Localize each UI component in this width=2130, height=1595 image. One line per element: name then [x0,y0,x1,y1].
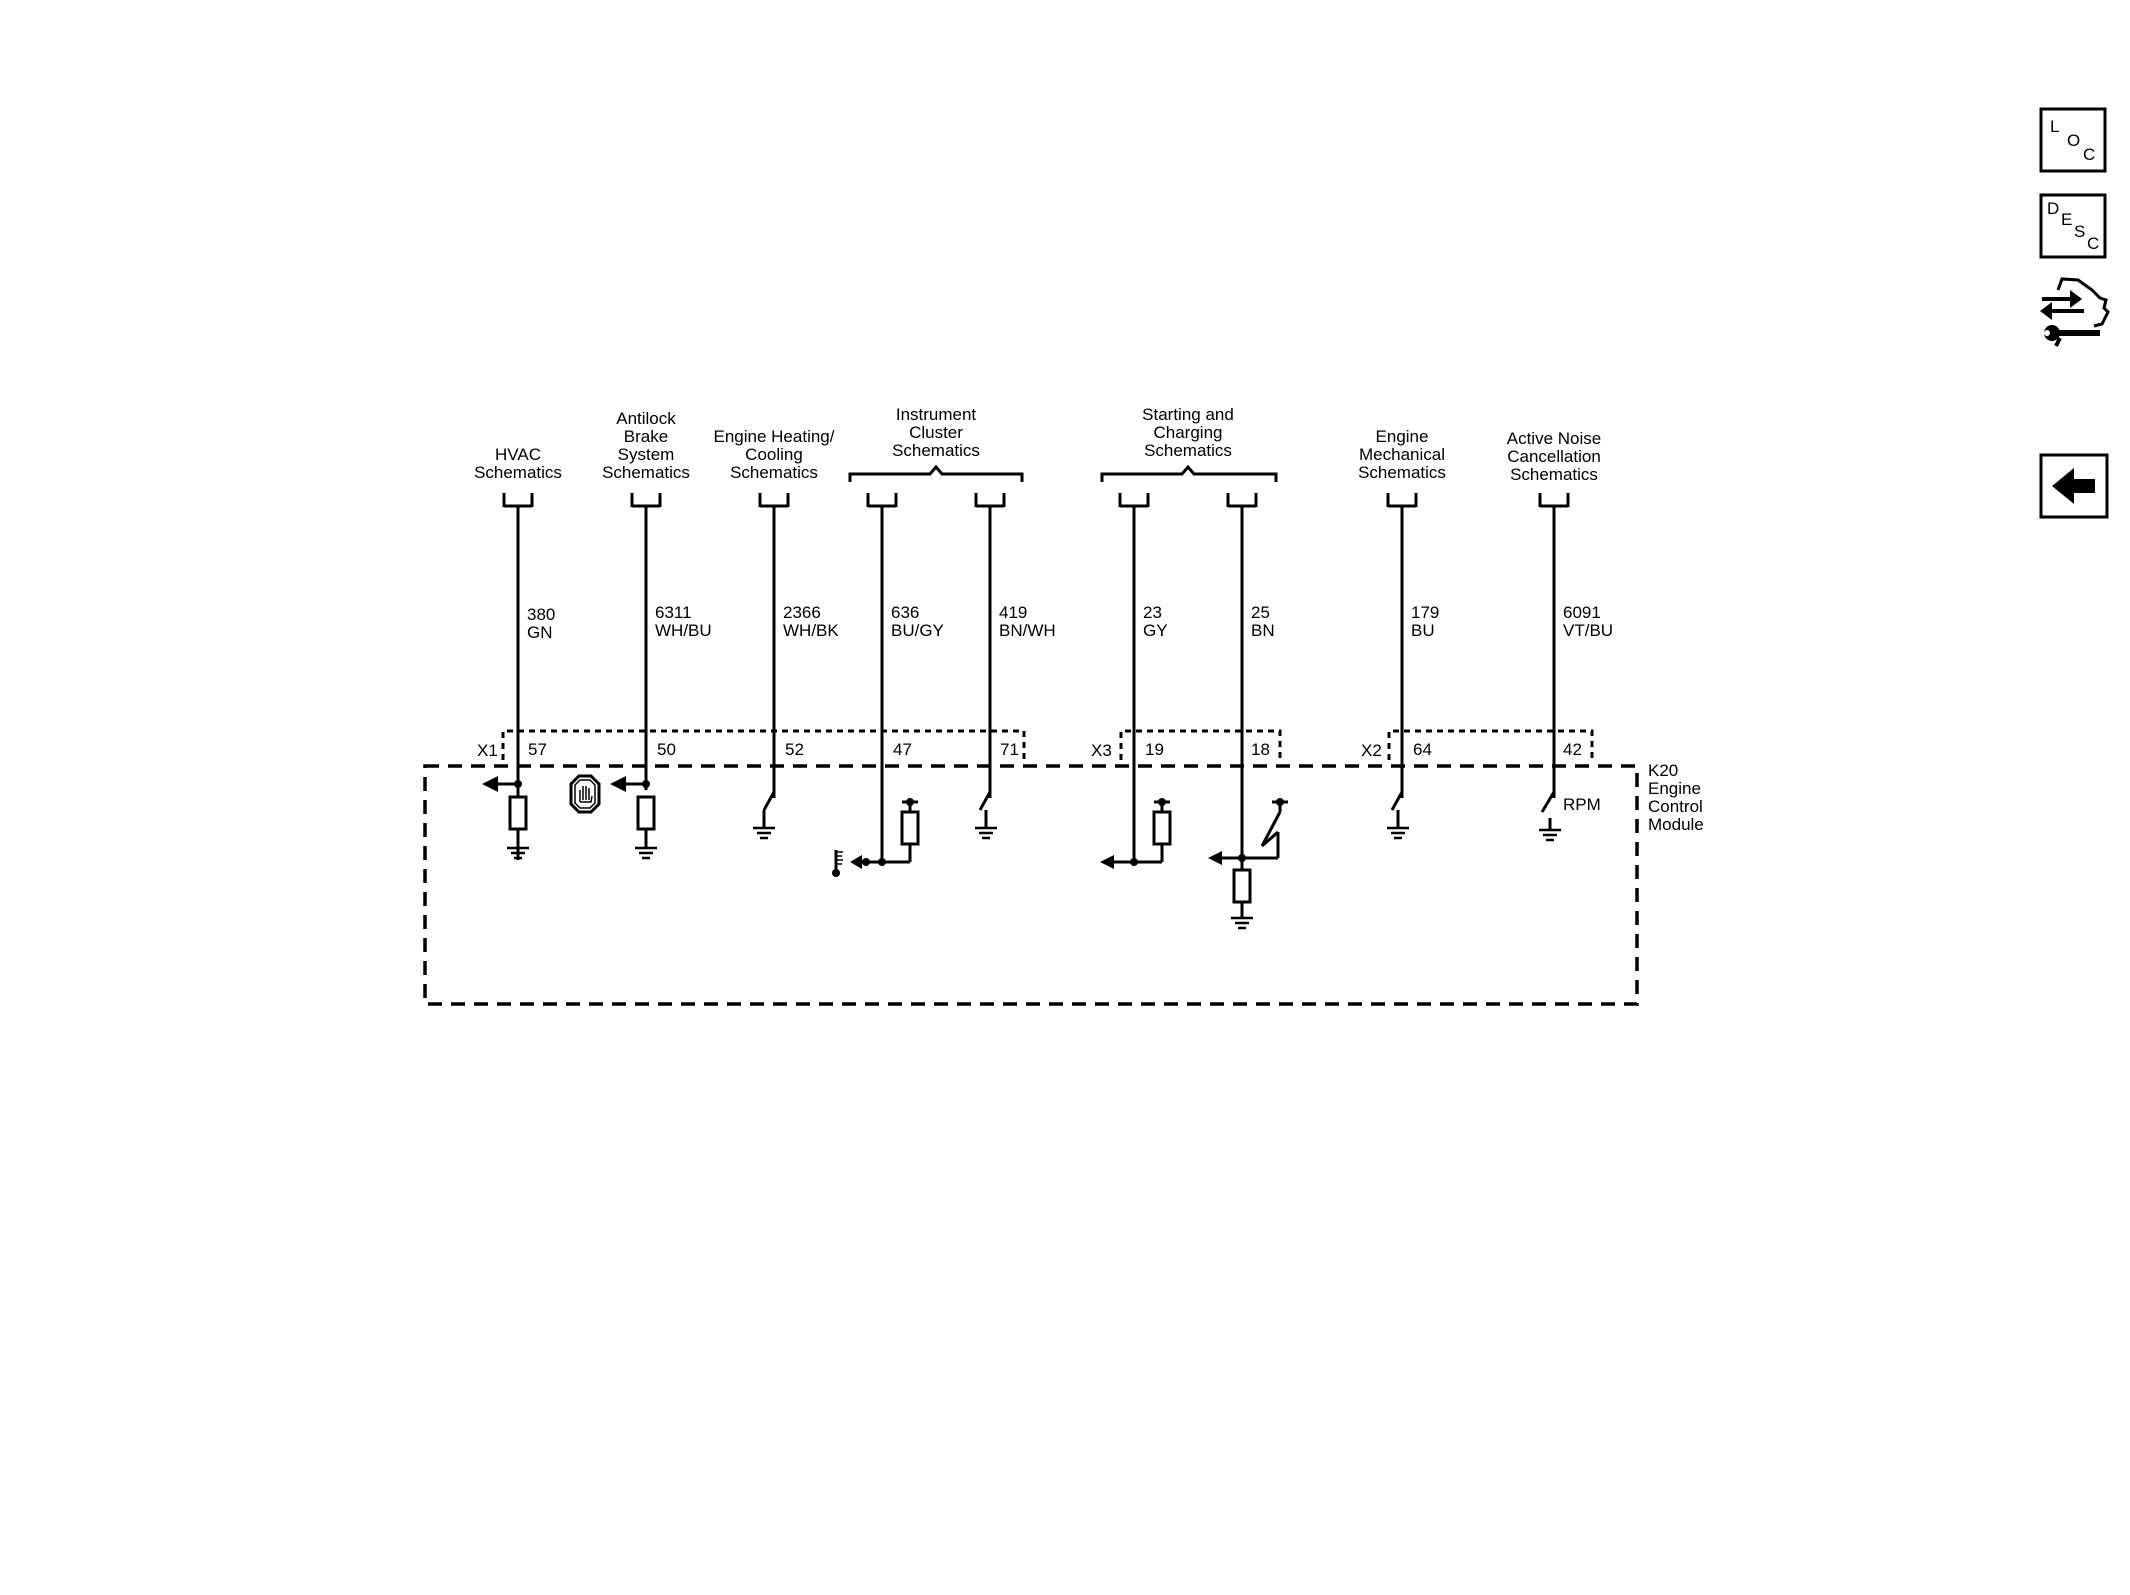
temperature-sensor-icon [832,850,843,877]
hvac-internal-circuit [482,776,531,860]
plug-419 [974,491,1006,509]
plug-23 [1118,491,1150,509]
circuit-179: 179 [1411,603,1439,622]
color-6311: WH/BU [655,621,712,640]
heating-label-3: Schematics [730,463,818,482]
module-label-4: Module [1648,815,1704,834]
color-25: BN [1251,621,1275,640]
heating-switch-circuit [751,791,777,840]
rpm-label: RPM [1563,795,1601,814]
module-label-1: K20 [1648,761,1678,780]
plug-636 [866,491,898,509]
loc-letter-c: C [2083,145,2095,164]
mechanical-label-3: Schematics [1358,463,1446,482]
circuit-25: 25 [1251,603,1270,622]
color-380: GN [527,623,553,642]
k20-module-outline [423,764,1639,1006]
connector-x3-outline [1119,729,1282,760]
starting-label-3: Schematics [1144,441,1232,460]
abs-label-3: System [618,445,675,464]
circuit-636: 636 [891,603,919,622]
connector-x1-label: X1 [477,741,498,760]
heating-label-1: Engine Heating/ [714,427,835,446]
color-636: BU/GY [891,621,944,640]
anc-label-3: Schematics [1510,465,1598,484]
oil-switch-circuit [973,791,999,840]
connector-x1-outline [501,729,1026,760]
pin-47: 47 [893,740,912,759]
color-6091: VT/BU [1563,621,1613,640]
pin-18: 18 [1251,740,1270,759]
pin-64: 64 [1413,740,1432,759]
abs-label-1: Antilock [616,409,676,428]
heating-label-2: Cooling [745,445,803,464]
abs-label-4: Schematics [602,463,690,482]
charging-25-internal-circuit [1208,798,1288,930]
esd-caution-icon [569,774,601,814]
pin-19: 19 [1145,740,1164,759]
pin-52: 52 [785,740,804,759]
pin-71: 71 [1000,740,1019,759]
starting-label-2: Charging [1154,423,1223,442]
circuit-23: 23 [1143,603,1162,622]
desc-letter-s: S [2074,222,2085,241]
pin-42: 42 [1563,740,1582,759]
hvac-label-2: Schematics [474,463,562,482]
plug-6311 [630,491,662,509]
circuit-419: 419 [999,603,1027,622]
starting-brace [1100,464,1278,482]
cluster-label-1: Instrument [896,405,977,424]
desc-letter-c: C [2087,234,2099,253]
back-arrow-icon [2052,468,2095,504]
loc-letter-o: O [2067,131,2080,150]
color-419: BN/WH [999,621,1056,640]
circuit-6091: 6091 [1563,603,1601,622]
connector-x2-outline [1387,729,1594,760]
plug-2366 [758,491,790,509]
loc-letter-l: L [2050,117,2059,136]
diagnostic-tool-button[interactable] [2040,277,2110,347]
mechanical-switch-circuit [1385,791,1411,840]
hvac-label-1: HVAC [495,445,541,464]
back-button[interactable] [2039,453,2109,519]
starting-label-1: Starting and [1142,405,1234,424]
mechanical-label-2: Mechanical [1359,445,1445,464]
color-2366: WH/BK [783,621,839,640]
plug-25 [1226,491,1258,509]
loc-button[interactable]: L O C [2039,107,2107,173]
color-23: GY [1143,621,1168,640]
connector-x3-label: X3 [1091,741,1112,760]
pin-57: 57 [528,740,547,759]
starting-23-internal-circuit [1100,798,1172,869]
abs-label-2: Brake [624,427,668,446]
abs-internal-circuit [610,776,659,860]
anc-switch-circuit [1537,791,1563,842]
plug-179 [1386,491,1418,509]
circuit-2366: 2366 [783,603,821,622]
connector-x2-label: X2 [1361,741,1382,760]
connector-arrows-wrench-icon [2040,277,2110,347]
module-label-2: Engine [1648,779,1701,798]
circuit-380: 380 [527,605,555,624]
color-179: BU [1411,621,1435,640]
plug-380 [502,491,534,509]
cluster-label-2: Cluster [909,423,963,442]
desc-letter-e: E [2061,210,2072,229]
anc-label-2: Cancellation [1507,447,1601,466]
plug-6091 [1538,491,1570,509]
desc-letter-d: D [2047,199,2059,218]
module-label-3: Control [1648,797,1703,816]
mechanical-label-1: Engine [1376,427,1429,446]
anc-label-1: Active Noise [1507,429,1601,448]
pin-50: 50 [657,740,676,759]
cluster-internal-circuit [850,798,920,869]
cluster-brace [848,464,1024,482]
desc-button[interactable]: D E S C [2039,193,2107,259]
cluster-label-3: Schematics [892,441,980,460]
circuit-6311: 6311 [655,603,692,622]
